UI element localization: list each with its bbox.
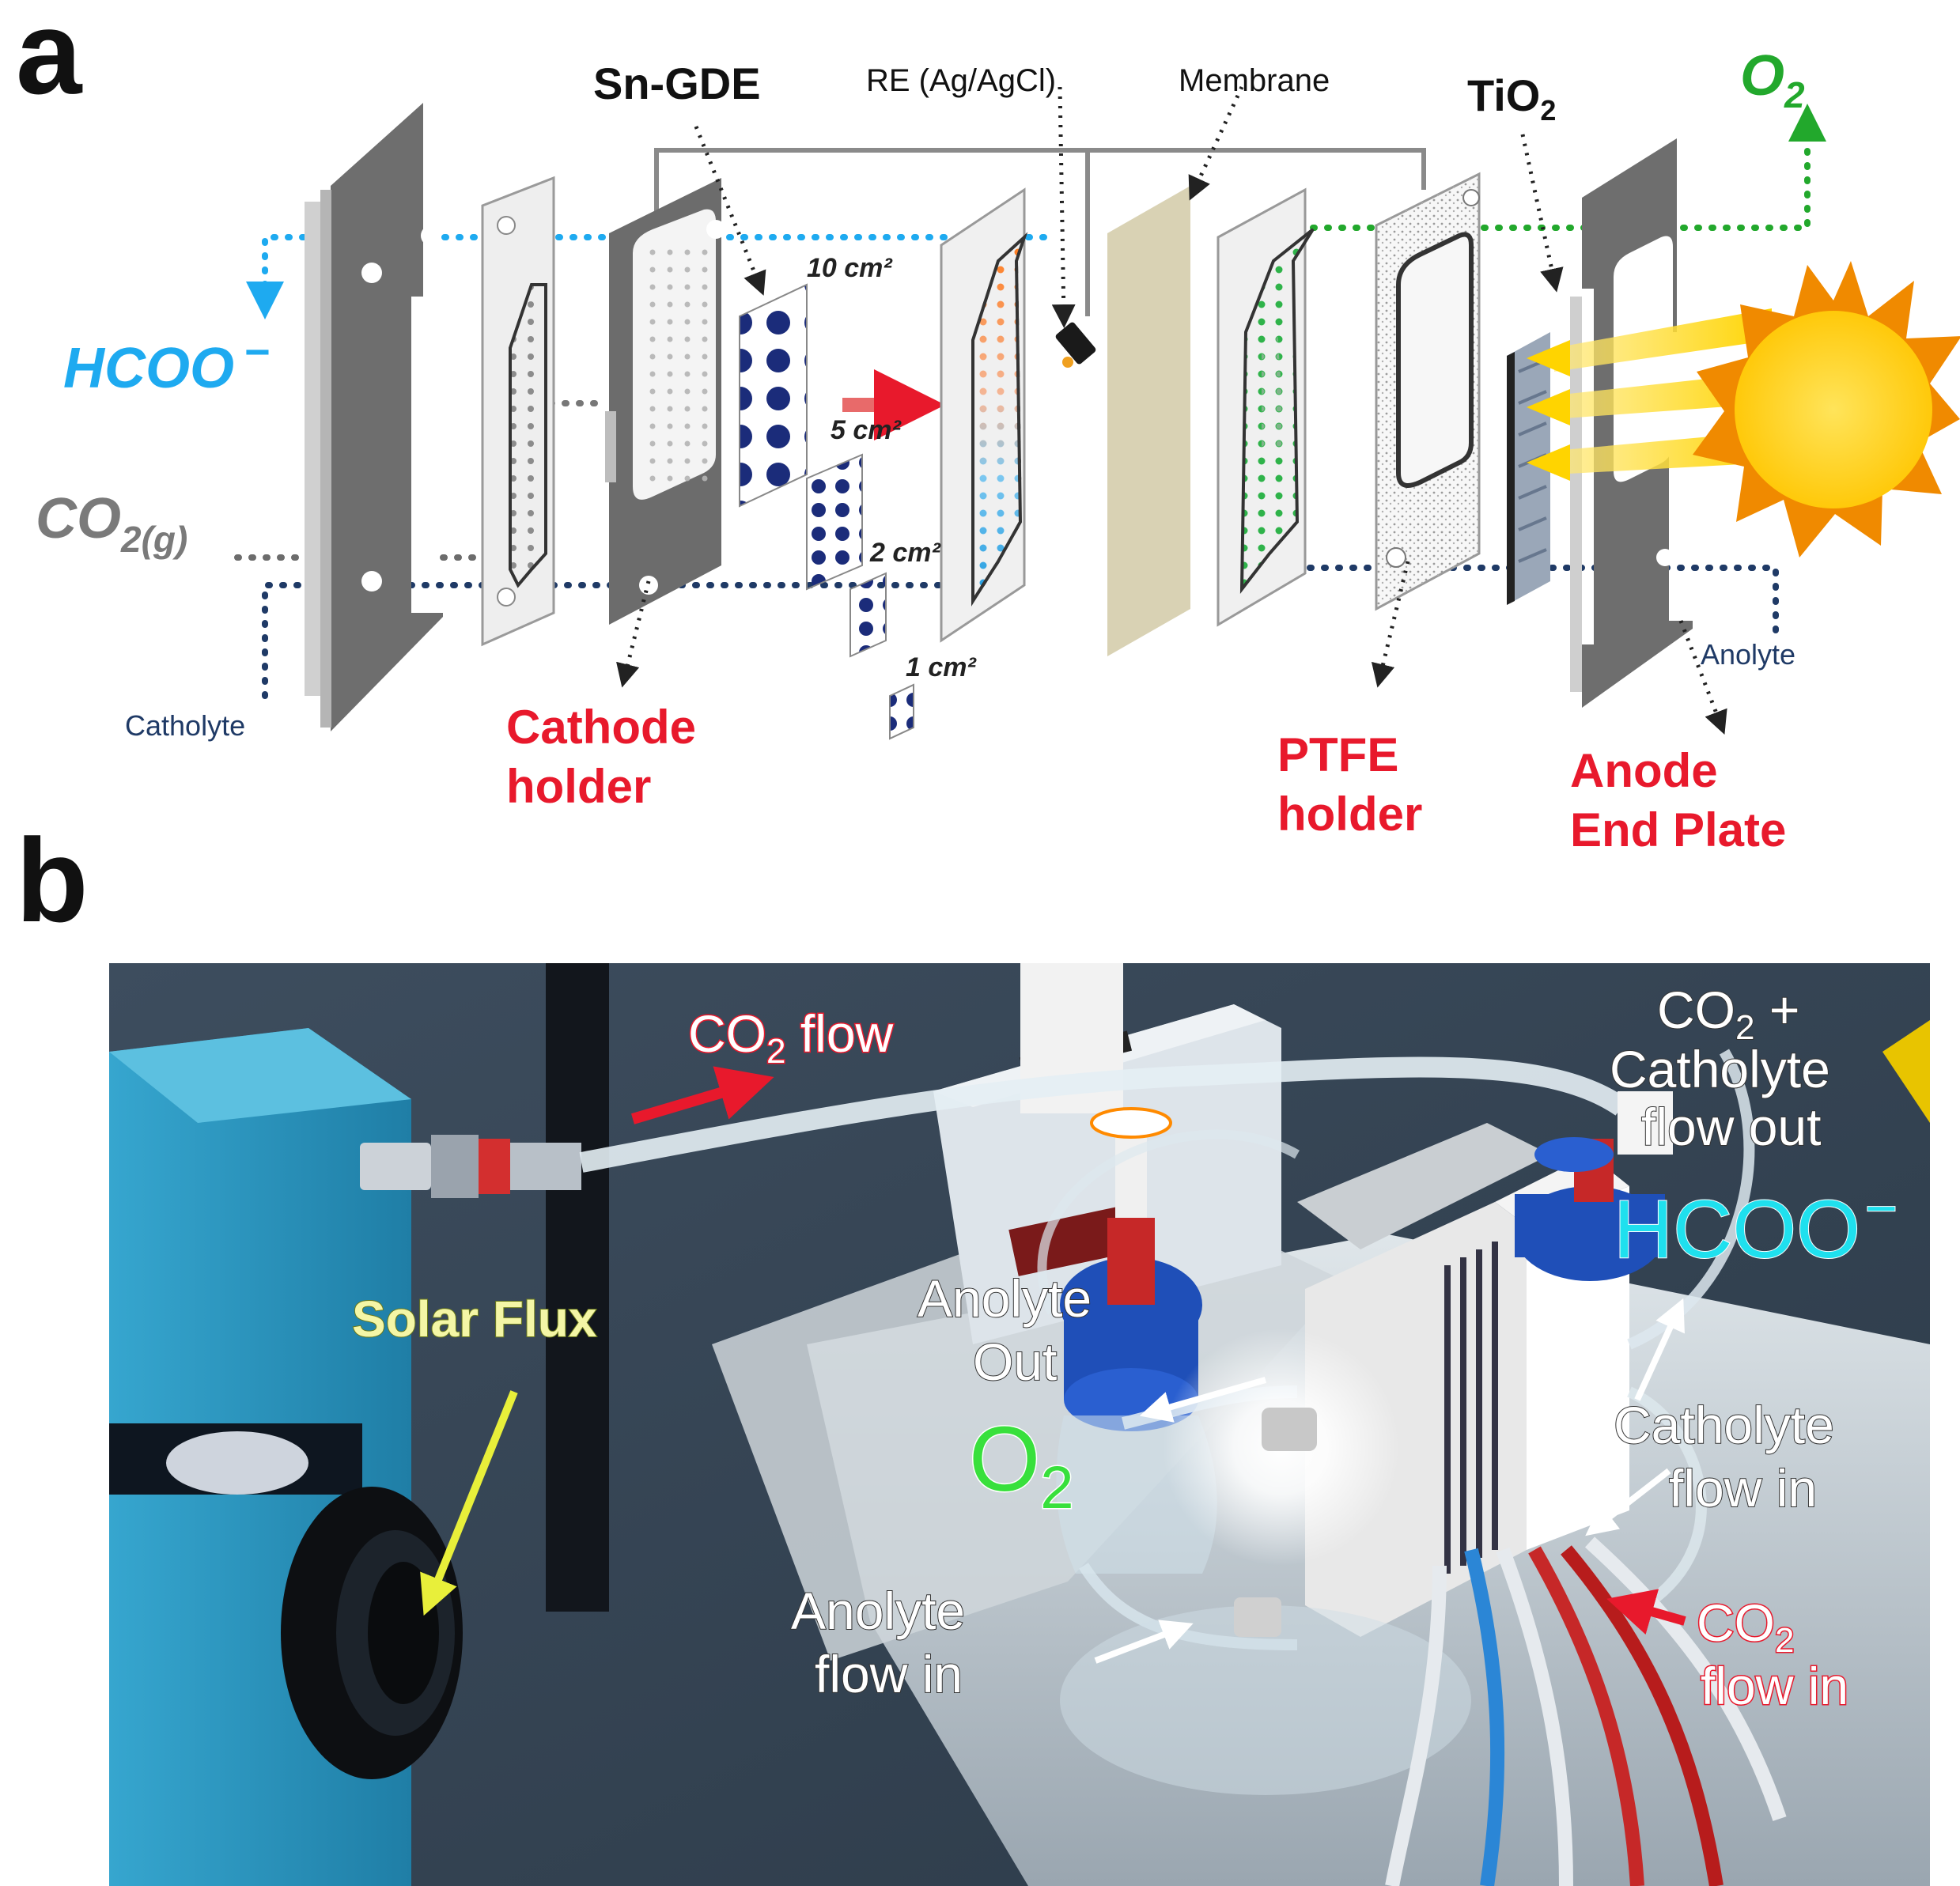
cathode-end-plate: [305, 103, 443, 731]
label-anolyte: Anolyte: [1701, 638, 1795, 671]
setup-photo: [109, 963, 1930, 1886]
hcoo-flow-line: [246, 234, 1047, 319]
panel-a: a: [16, 0, 1960, 856]
label-anolyte-in-2: flow in: [815, 1645, 963, 1703]
label-co2-gas: CO2(g): [36, 487, 187, 560]
label-anode-plate-2: End Plate: [1570, 803, 1786, 856]
label-area-10: 10 cm²: [807, 253, 893, 283]
label-cathode-holder-2: holder: [506, 760, 651, 813]
label-cathode-holder-1: Cathode: [506, 701, 696, 754]
catholyte-flow-line: [262, 566, 992, 699]
membrane: [1107, 186, 1190, 656]
reference-electrode: [1055, 322, 1096, 368]
panel-b-letter: b: [16, 814, 89, 947]
label-catholyte: Catholyte: [125, 709, 245, 742]
label-anolyte-out-1: Anolyte: [918, 1269, 1092, 1328]
label-anode-plate-1: Anode: [1570, 744, 1718, 797]
label-o2: O2: [1740, 44, 1805, 115]
label-ptfe-holder-2: holder: [1277, 788, 1422, 841]
leader-arrows: [616, 85, 1727, 735]
sn-gde-electrodes: [739, 283, 914, 740]
o2-flow-line: [1310, 104, 1826, 231]
label-co2-flow: CO2 flow: [688, 1004, 894, 1071]
wiring-bracket: [654, 148, 1426, 316]
label-membrane: Membrane: [1179, 63, 1330, 98]
cathode-flow-frame: [481, 176, 555, 647]
tio2-photoanode: [1507, 332, 1550, 605]
label-co2-catholyte-out-3: flow out: [1641, 1098, 1821, 1156]
label-co2-catholyte-out-1: CO2 +: [1657, 981, 1799, 1047]
cathode-holder-plate: [605, 178, 725, 625]
label-catholyte-in-2: flow in: [1669, 1459, 1817, 1517]
label-co2-catholyte-out-2: Catholyte: [1610, 1040, 1830, 1098]
label-area-5: 5 cm²: [831, 415, 902, 445]
label-o2-photo: O2: [969, 1408, 1074, 1521]
label-area-2: 2 cm²: [869, 538, 941, 568]
panel-b: b: [16, 814, 1930, 1886]
label-solar-flux: Solar Flux: [352, 1291, 597, 1347]
anolyte-flow-line: [1278, 565, 1779, 640]
label-catholyte-in-1: Catholyte: [1614, 1396, 1834, 1454]
label-sn-gde: Sn-GDE: [593, 59, 761, 108]
label-co2-in-1: CO2: [1697, 1593, 1794, 1660]
label-hcoo-photo: HCOO−: [1614, 1177, 1898, 1276]
label-anolyte-out-2: Out: [973, 1332, 1057, 1391]
anode-end-plate: [1570, 138, 1693, 708]
label-co2-in-2: flow in: [1701, 1657, 1848, 1715]
sun-icon: [1693, 261, 1960, 557]
anode-compartment-frame: [1216, 187, 1315, 627]
panel-a-letter: a: [16, 0, 83, 119]
label-area-1: 1 cm²: [906, 652, 977, 682]
cathode-compartment-frame: [940, 187, 1028, 643]
label-anolyte-in-1: Anolyte: [791, 1582, 965, 1640]
label-reference-electrode: RE (Ag/AgCl): [866, 63, 1056, 98]
label-hcoo: HCOO−: [63, 327, 270, 400]
label-tio2: TiO2: [1467, 70, 1556, 127]
label-ptfe-holder-1: PTFE: [1277, 728, 1398, 781]
ptfe-holder-plate: [1375, 172, 1481, 611]
photo-arrows: [420, 1066, 1686, 1664]
